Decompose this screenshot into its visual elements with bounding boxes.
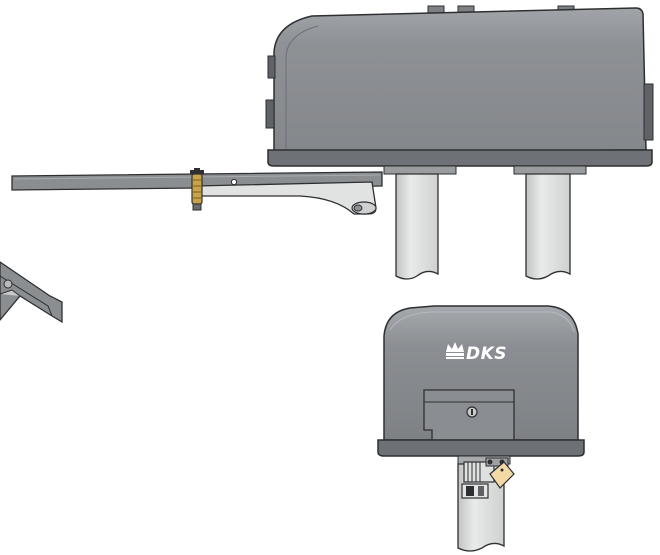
brass-adjuster (190, 168, 204, 211)
gate-arm (11, 168, 383, 215)
post-left (395, 173, 439, 280)
logo-text: DKS (466, 344, 507, 364)
arm-hole (230, 178, 238, 186)
partial-bracket (0, 261, 63, 324)
housing-body (273, 7, 647, 153)
side-view-posts (395, 173, 571, 280)
hang-tag (489, 461, 515, 489)
side-view-housing (265, 5, 654, 175)
crown-logo-icon (446, 342, 464, 359)
post-right (525, 173, 571, 280)
keyhole-lock-icon (466, 406, 478, 418)
side-tab-left-upper (267, 55, 276, 79)
side-tab-right (643, 83, 654, 141)
post-clamp (461, 457, 509, 499)
front-base-lip (377, 439, 585, 457)
front-view-housing: DKS (377, 305, 585, 457)
dks-logo: DKS (446, 342, 507, 364)
arm-bracket (195, 181, 377, 215)
front-view-post (457, 455, 515, 552)
housing-base-lip (267, 149, 653, 167)
side-tab-left-lower (265, 99, 275, 129)
bracket-bolt (3, 279, 13, 289)
